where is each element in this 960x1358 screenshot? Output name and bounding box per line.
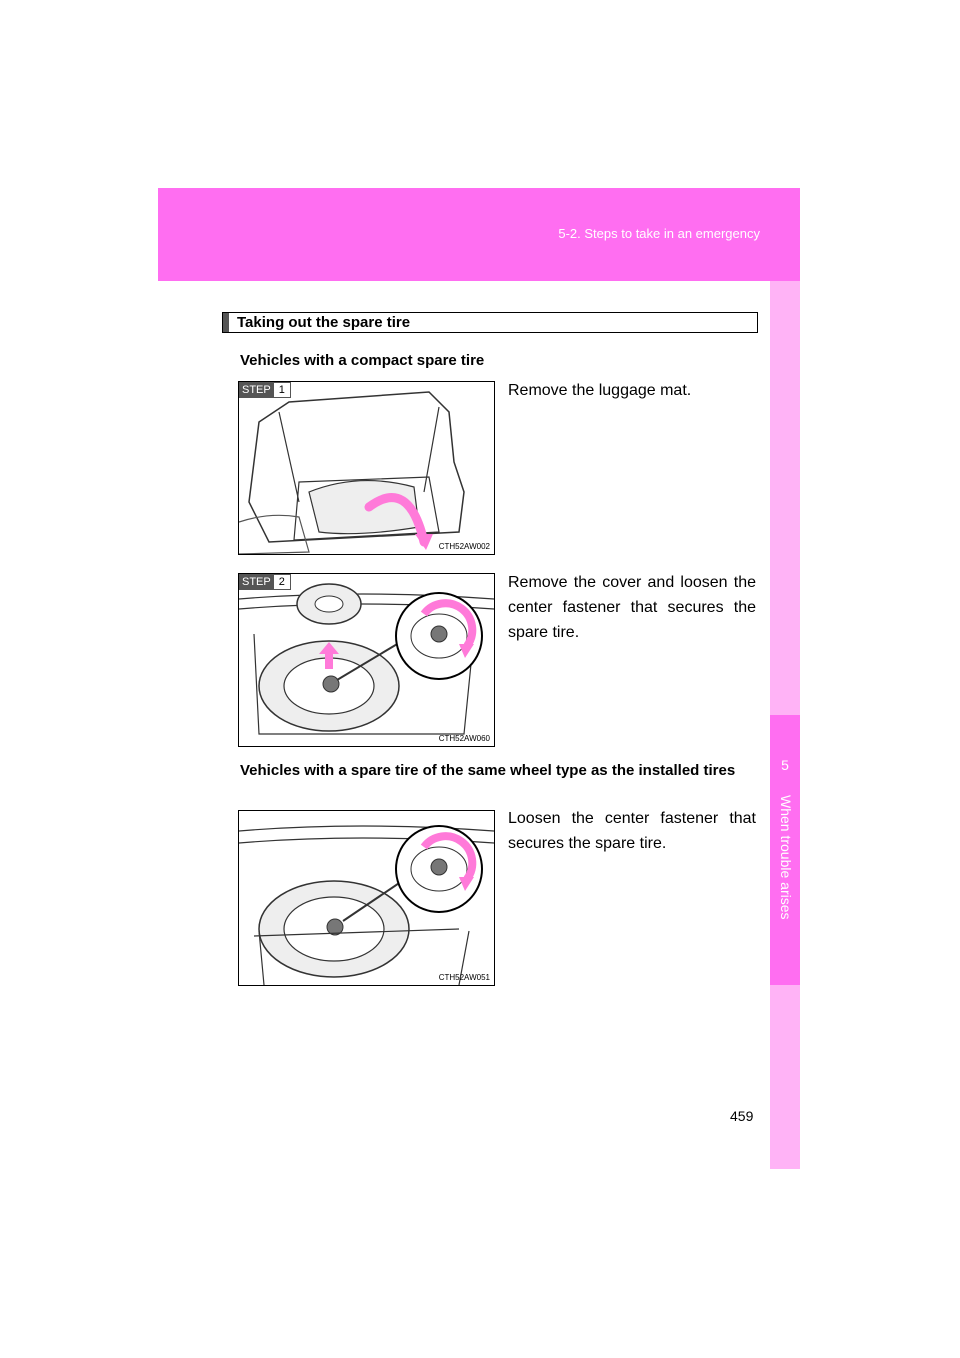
step2-badge: STEP 2	[239, 574, 291, 590]
step2-text: Remove the cover and loosen the center f…	[508, 574, 756, 641]
step-label: STEP	[239, 574, 274, 590]
heading-bar	[223, 313, 229, 332]
step1-text: Remove the luggage mat.	[508, 382, 692, 399]
page-number: 459	[730, 1108, 754, 1124]
trunk-illustration	[239, 391, 465, 554]
figure-code: CTH52AW051	[438, 973, 490, 982]
step-number: 1	[273, 382, 291, 398]
figure-step2: STEP 2 CTH52AW060	[238, 573, 495, 747]
figure-step1: STEP 1 CTH52AW002	[238, 381, 495, 555]
chapter-number: 5	[781, 757, 789, 773]
compact-heading: Vehicles with a compact spare tire	[240, 352, 485, 369]
chapter-title: When trouble arises	[778, 795, 794, 920]
step1-badge: STEP 1	[239, 382, 291, 398]
section-title: 5-2. Steps to take in an emergency	[558, 226, 760, 241]
chapter-tab: 5 When trouble arises	[770, 715, 800, 985]
same-wheel-heading: Vehicles with a spare tire of the same w…	[240, 762, 736, 779]
section-heading-text: Taking out the spare tire	[237, 314, 411, 331]
figure-code: CTH52AW060	[438, 734, 490, 743]
figure-code: CTH52AW002	[438, 542, 490, 551]
full-spare-illustration	[239, 825, 494, 985]
same-wheel-text: Loosen the center fastener that secures …	[508, 810, 756, 852]
figure-same-wheel: CTH52AW051	[238, 810, 495, 986]
step-number: 2	[273, 574, 291, 590]
header-band: 5-2. Steps to take in an emergency	[158, 188, 800, 281]
section-heading: Taking out the spare tire	[222, 312, 758, 333]
spare-tire-illustration	[239, 583, 494, 735]
step-label: STEP	[239, 382, 274, 398]
